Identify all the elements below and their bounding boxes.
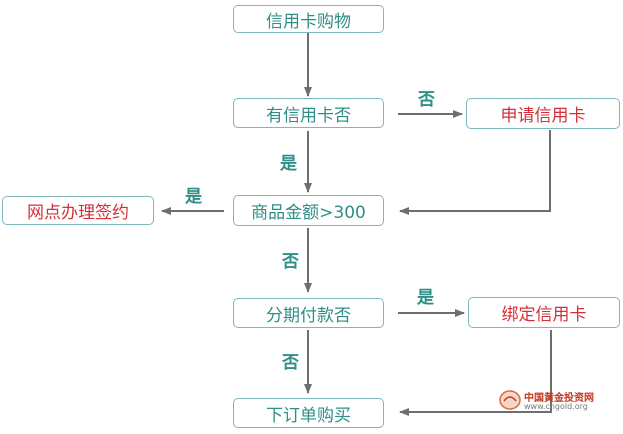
edge-label-installment-yes: 是 (417, 288, 434, 308)
edge-label-amount-yes: 是 (185, 187, 202, 207)
node-bind-credit-card: 绑定信用卡 (468, 297, 620, 328)
node-apply-credit-card: 申请信用卡 (466, 98, 620, 129)
watermark-url: www.cngold.org (524, 402, 588, 411)
node-credit-card-purchase: 信用卡购物 (233, 5, 384, 33)
node-has-credit-card: 有信用卡否 (233, 98, 384, 128)
edge-label-hascard-yes: 是 (280, 154, 297, 174)
node-place-order: 下订单购买 (233, 398, 384, 428)
edge-label-hascard-no: 否 (418, 90, 435, 110)
node-installment: 分期付款否 (233, 298, 384, 328)
node-branch-sign-agreement: 网点办理签约 (2, 196, 154, 225)
cngold-logo-icon (499, 390, 521, 410)
watermark-name: 中国黄金投资网 (524, 393, 594, 404)
arrow-bind-to-order (399, 330, 552, 416)
watermark: 中国黄金投资网 www.cngold.org (498, 386, 618, 416)
node-amount-over-300: 商品金额>300 (233, 195, 384, 226)
edge-label-amount-no: 否 (282, 252, 299, 272)
edge-label-installment-no: 否 (282, 353, 299, 373)
arrow-apply-to-amount (399, 130, 551, 215)
